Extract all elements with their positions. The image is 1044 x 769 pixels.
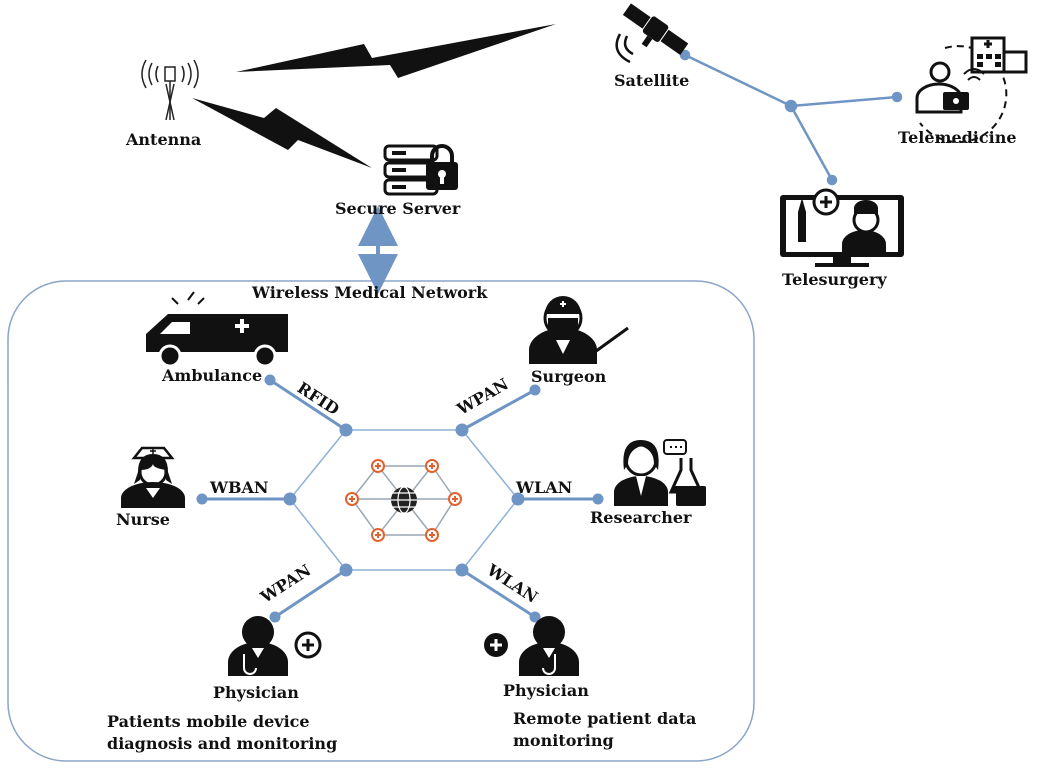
description-right: Remote patient data monitoring (513, 708, 696, 752)
description-right-line1: Remote patient data (513, 709, 697, 728)
lightning-bolt-antenna-server (192, 98, 372, 168)
satellite-label: Satellite (614, 71, 690, 90)
physician-icon-left (228, 616, 322, 676)
ambulance-label: Ambulance (162, 366, 263, 385)
network-spokes (196, 374, 604, 623)
telesurgery-icon (780, 188, 904, 267)
lightning-bolt-antenna-satellite (236, 24, 556, 78)
satellite-icon (615, 3, 689, 64)
link-label-wlan-right: WLAN (516, 478, 573, 497)
description-left: Patients mobile device diagnosis and mon… (107, 711, 337, 755)
researcher-icon (614, 439, 706, 506)
satellite-links (679, 49, 903, 186)
description-left-line2: diagnosis and monitoring (107, 734, 338, 753)
network-hub-icon (345, 459, 462, 542)
server-lock-icon (383, 144, 458, 196)
researcher-label: Researcher (590, 508, 692, 527)
telemedicine-label: Telemedicine (898, 128, 1017, 147)
nurse-label: Nurse (116, 510, 170, 529)
physician-left-label: Physician (213, 683, 299, 702)
link-label-wban: WBAN (210, 478, 269, 497)
surgeon-icon (529, 296, 629, 364)
nurse-icon (121, 446, 185, 508)
description-right-line2: monitoring (513, 731, 614, 750)
network-title: Wireless Medical Network (252, 283, 488, 302)
globe-icon (391, 486, 417, 514)
surgeon-label: Surgeon (531, 367, 607, 386)
physician-icon-right (484, 616, 579, 676)
physician-right-label: Physician (503, 681, 589, 700)
secure-server-label: Secure Server (335, 199, 461, 218)
antenna-label: Antenna (126, 130, 202, 149)
ambulance-icon (146, 291, 288, 368)
description-left-line1: Patients mobile device (107, 712, 310, 731)
telesurgery-label: Telesurgery (782, 270, 887, 289)
antenna-icon (141, 59, 199, 121)
telemedicine-icon (915, 36, 1028, 144)
